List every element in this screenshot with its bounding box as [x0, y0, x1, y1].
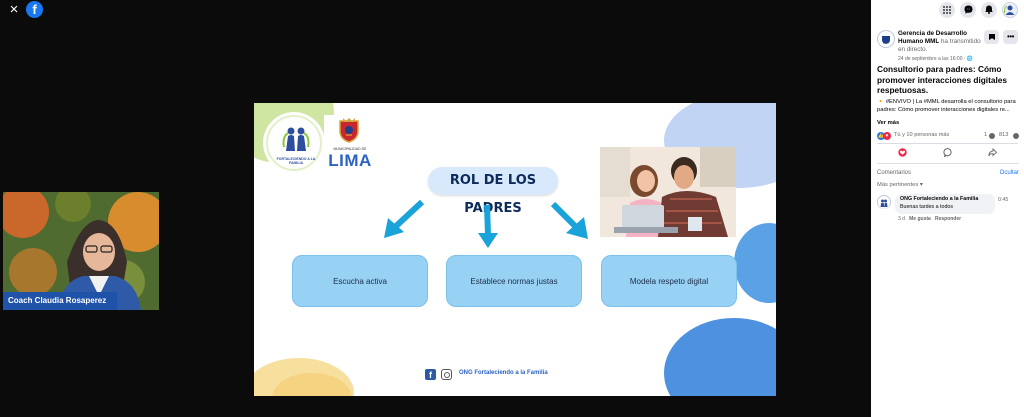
page-avatar[interactable]: LIMA	[877, 30, 895, 48]
reactions-bar[interactable]: 👍 ♥ Tú y 10 personas más 1 813	[877, 131, 1021, 141]
share-button[interactable]	[987, 147, 997, 158]
comment-video-time[interactable]: 0:45	[998, 197, 1009, 203]
presenter-webcam: Coach Claudia Rosaperez	[3, 192, 159, 310]
more-dots-icon: •••	[1007, 32, 1014, 41]
comment-text: Buenas tardes a todos	[900, 203, 954, 210]
more-options-button[interactable]: •••	[1003, 30, 1018, 44]
org-logo-caption: FORTALECIENDO A LA FAMILIA	[276, 157, 316, 165]
share-count-icon	[1013, 133, 1019, 139]
see-more-link[interactable]: Ver más	[877, 120, 900, 126]
comment-sort-dropdown[interactable]: Más pertinentes ▾	[877, 182, 923, 188]
post-body: 🔸 #ENVIVO | La #MML desarrolla el consul…	[877, 99, 1016, 113]
video-stage: × f FORTALECIENDO A LA FAMILIA	[0, 0, 871, 417]
close-icon[interactable]: ×	[9, 1, 19, 18]
commenter-avatar[interactable]	[877, 195, 891, 209]
views-count: 813	[999, 132, 1009, 138]
author-name-link[interactable]: Gerencia de Desarrollo Humano MML	[898, 30, 967, 45]
menu-grid-icon[interactable]	[939, 2, 955, 18]
post-title: Consultorio para padres: Cómo promover i…	[877, 64, 1008, 95]
role-box-normas: Establece normas justas	[446, 255, 582, 307]
author-suffix: ha transmitido en directo.	[898, 38, 981, 53]
municipality-name: LIMA	[328, 151, 372, 170]
svg-text:LIMA: LIMA	[883, 41, 889, 45]
decor-blob-bottomright	[664, 318, 776, 396]
decor-blob-midright	[734, 223, 776, 303]
presentation-slide: FORTALECIENDO A LA FAMILIA MUNICIPALIDAD…	[254, 103, 776, 396]
comment-author[interactable]: ONG Fortaleciendo a la Familia	[900, 196, 979, 202]
facebook-logo-icon[interactable]: f	[26, 1, 43, 18]
divider	[877, 163, 1018, 164]
instagram-icon	[441, 369, 452, 380]
lima-crest-icon	[339, 118, 359, 143]
municipality-caption: MUNICIPALIDAD DE	[333, 147, 367, 151]
comment-reply-link[interactable]: Responder	[934, 216, 962, 222]
comment-like-link[interactable]: Me gusta	[909, 216, 931, 222]
comment-bubble-icon	[989, 133, 995, 139]
role-box-escucha: Escucha activa	[292, 255, 428, 307]
arrow-right-icon	[550, 201, 588, 239]
post-author: Gerencia de Desarrollo Humano MML ha tra…	[898, 30, 986, 54]
org-logo: FORTALECIENDO A LA FAMILIA	[266, 115, 322, 171]
municipality-logo: MUNICIPALIDAD DE LIMA	[324, 115, 376, 171]
decor-blob-bottomleft-2	[272, 373, 352, 396]
like-reaction-icon: 👍	[877, 132, 885, 140]
arrow-left-icon	[384, 199, 425, 238]
comments-count: 1	[984, 132, 988, 138]
family-photo	[600, 147, 736, 237]
divider	[877, 143, 1018, 144]
father-daughter-laptop-image	[600, 147, 736, 237]
comment-bubble: ONG Fortaleciendo a la Familia Buenas ta…	[895, 194, 995, 214]
notifications-bell-icon[interactable]	[981, 2, 997, 18]
messenger-icon[interactable]	[960, 2, 976, 18]
family-figure-icon	[282, 127, 310, 151]
arrow-center-icon	[478, 204, 498, 248]
like-button[interactable]	[897, 148, 907, 158]
profile-avatar-icon[interactable]	[1002, 2, 1018, 18]
post-timestamp[interactable]: 24 de septiembre a las 16:00 · 🌐	[898, 56, 974, 62]
presenter-name-label: Coach Claudia Rosaperez	[3, 292, 117, 310]
post-side-panel: LIMA Gerencia de Desarrollo Humano MML h…	[871, 0, 1024, 417]
save-post-button[interactable]	[984, 30, 999, 44]
slide-footer-text: ONG Fortaleciendo a la Familia	[459, 370, 548, 376]
role-box-modela: Modela respeto digital	[601, 255, 737, 307]
facebook-icon: f	[425, 369, 436, 380]
love-reaction-icon: ♥	[883, 132, 891, 140]
comment-actions: 3 d Me gusta Responder	[898, 216, 961, 222]
reactions-text: Tú y 10 personas más	[894, 132, 950, 138]
comments-header: Comentarios Ocultar	[871, 168, 1024, 179]
comments-label: Comentarios	[877, 170, 912, 176]
slide-title: ROL DE LOS PADRES	[428, 167, 558, 216]
hide-comments-button[interactable]: Ocultar	[999, 170, 1019, 176]
presenter-video-image	[3, 192, 159, 310]
comment-button[interactable]	[942, 148, 952, 158]
comment-age: 3 d	[898, 216, 905, 222]
